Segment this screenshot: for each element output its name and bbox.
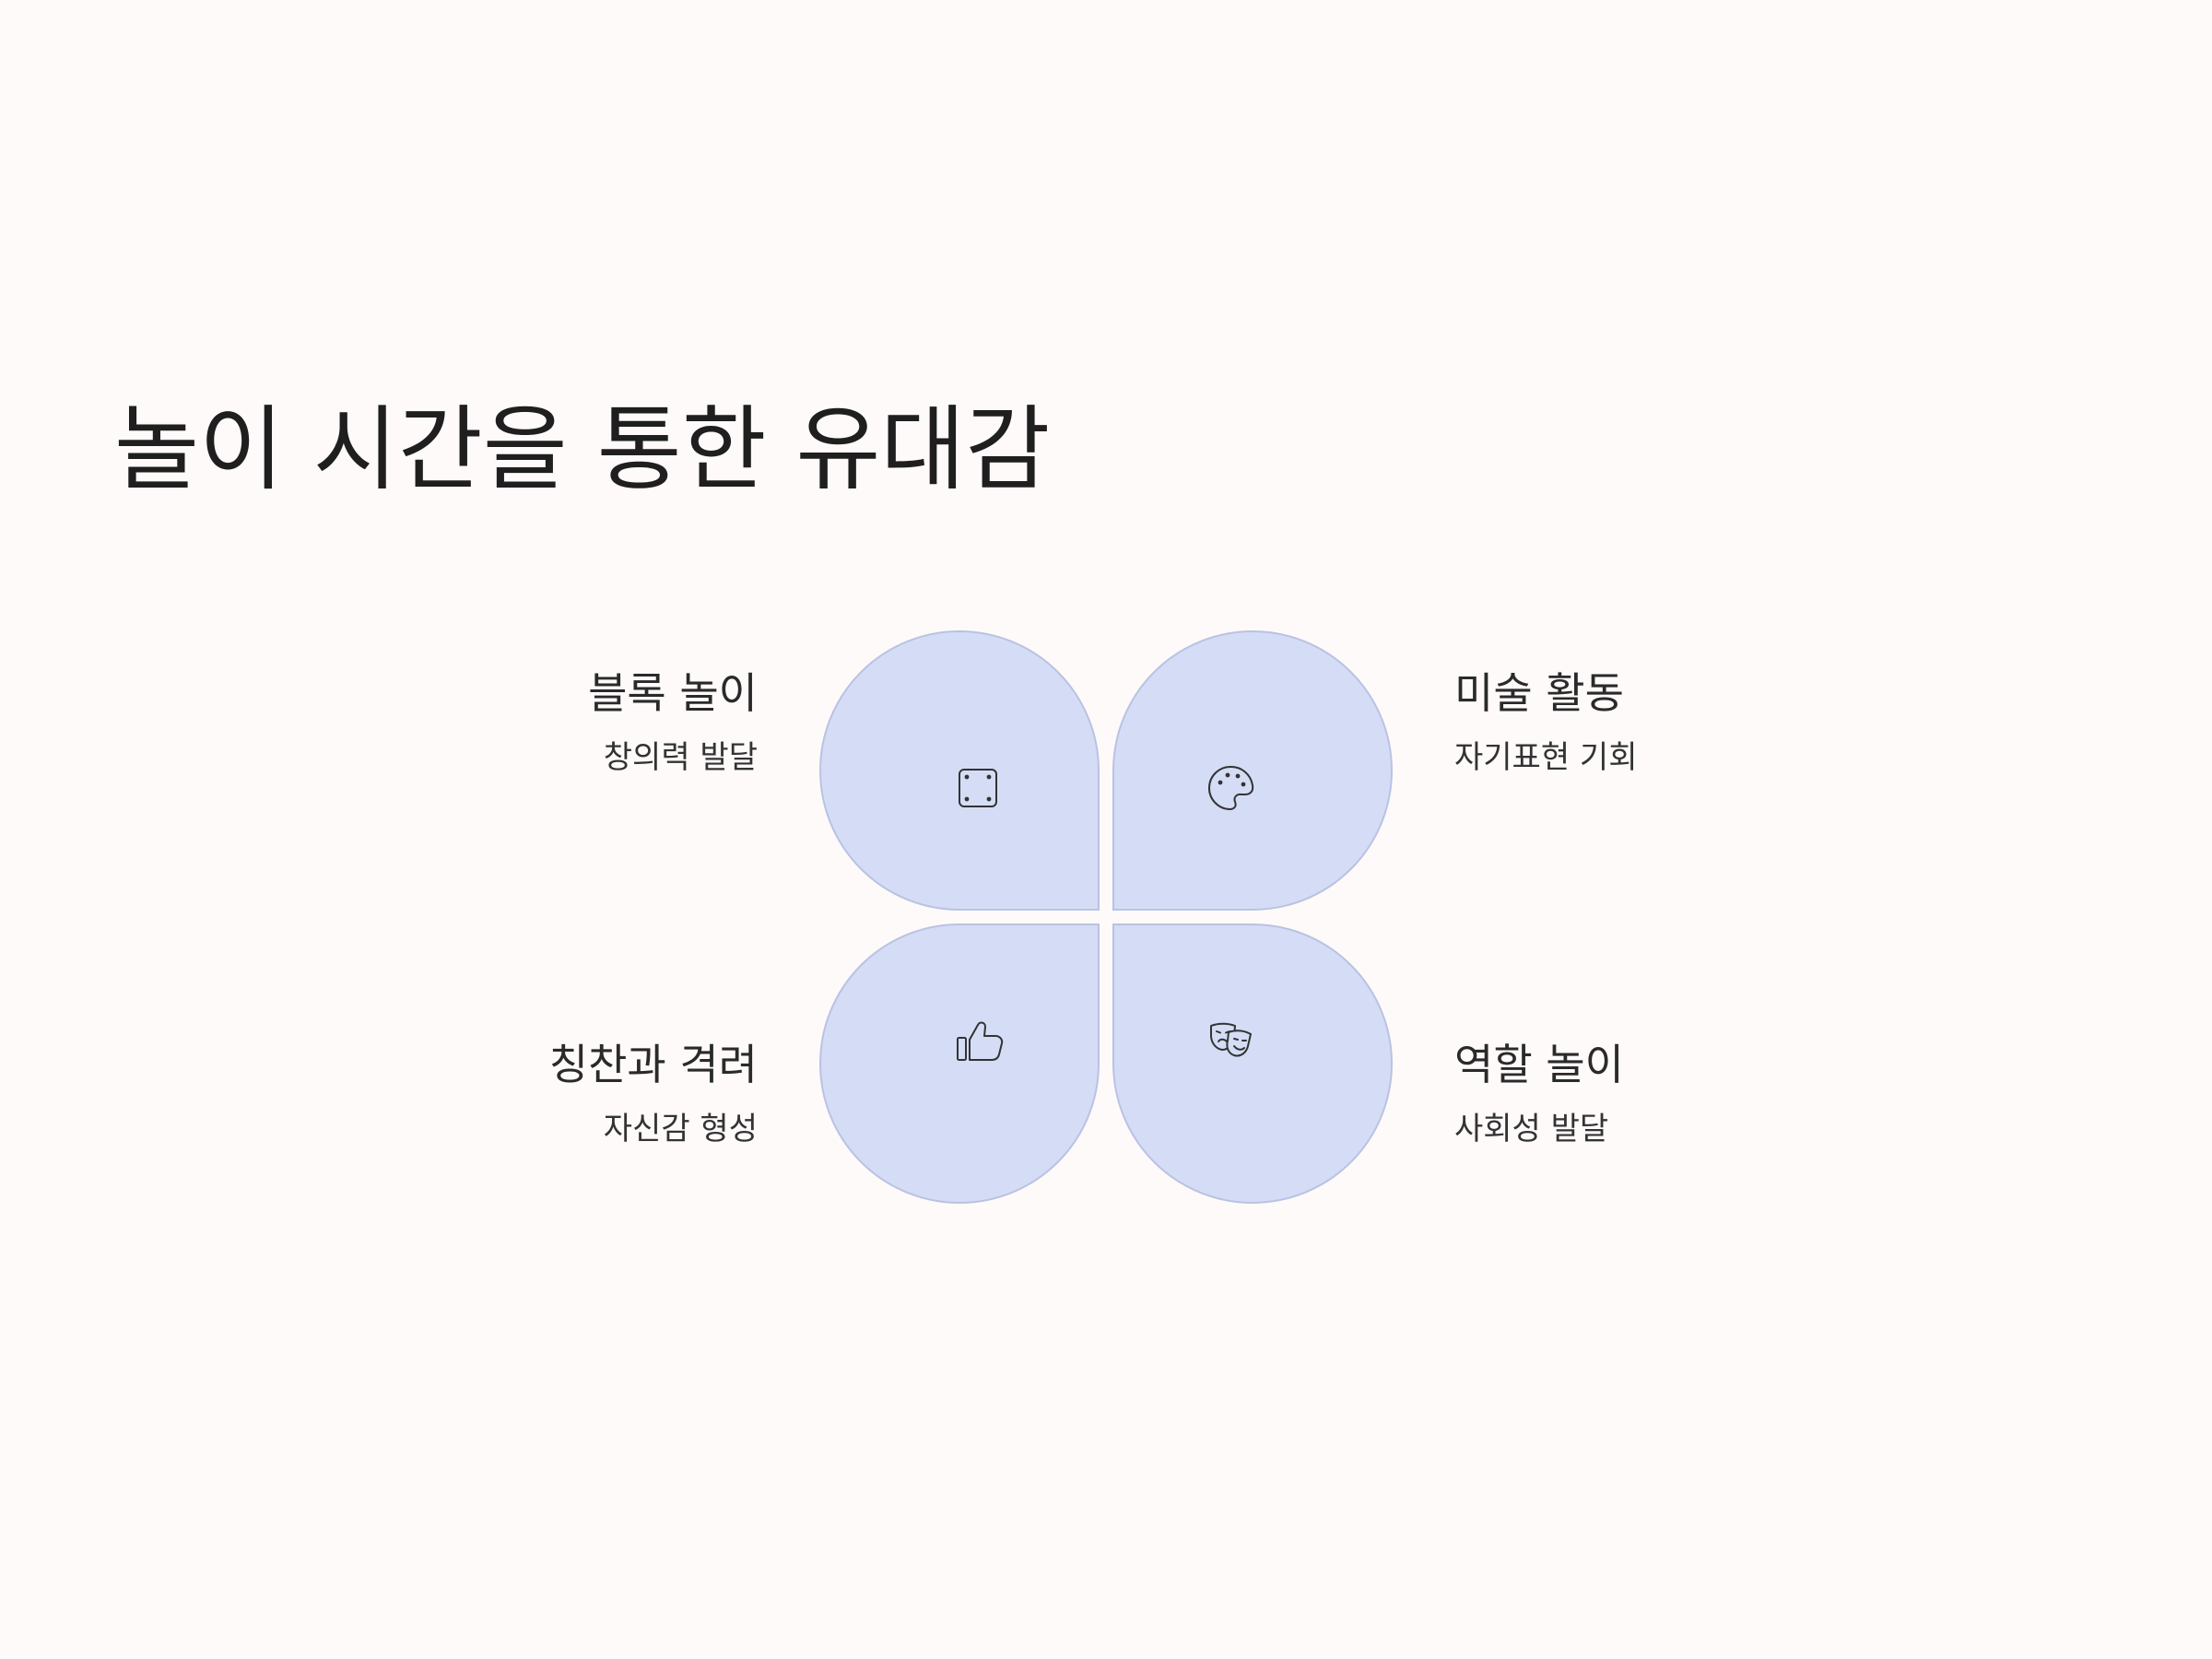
square-icon <box>959 769 997 807</box>
palette-icon <box>1207 765 1254 810</box>
page-title: 놀이 시간을 통한 유대감 <box>114 395 1051 503</box>
petal-block-play <box>819 630 1100 911</box>
label-subtext: 자신감 형성 <box>603 1111 758 1147</box>
petal-art-activity <box>1112 630 1393 911</box>
label-heading: 블록 놀이 <box>588 668 758 718</box>
label-heading: 역할 놀이 <box>1454 1040 1624 1089</box>
petal-role-play <box>1112 924 1393 1204</box>
label-heading: 미술 활동 <box>1454 668 1624 718</box>
label-role-play: 역할 놀이 사회성 발달 <box>1454 1037 1624 1149</box>
label-subtext: 자기표현 기회 <box>1454 739 1638 776</box>
label-subtext: 창의력 발달 <box>603 739 758 776</box>
theater-masks-icon <box>1210 1022 1252 1057</box>
label-block-play: 블록 놀이 창의력 발달 <box>588 665 758 778</box>
label-subtext: 사회성 발달 <box>1454 1111 1609 1147</box>
label-art-activity: 미술 활동 자기표현 기회 <box>1454 665 1638 778</box>
label-heading: 칭찬과 격려 <box>548 1040 758 1089</box>
thumbs-up-icon <box>957 1021 1004 1061</box>
petal-praise <box>819 924 1100 1204</box>
label-praise: 칭찬과 격려 자신감 형성 <box>549 1037 758 1149</box>
